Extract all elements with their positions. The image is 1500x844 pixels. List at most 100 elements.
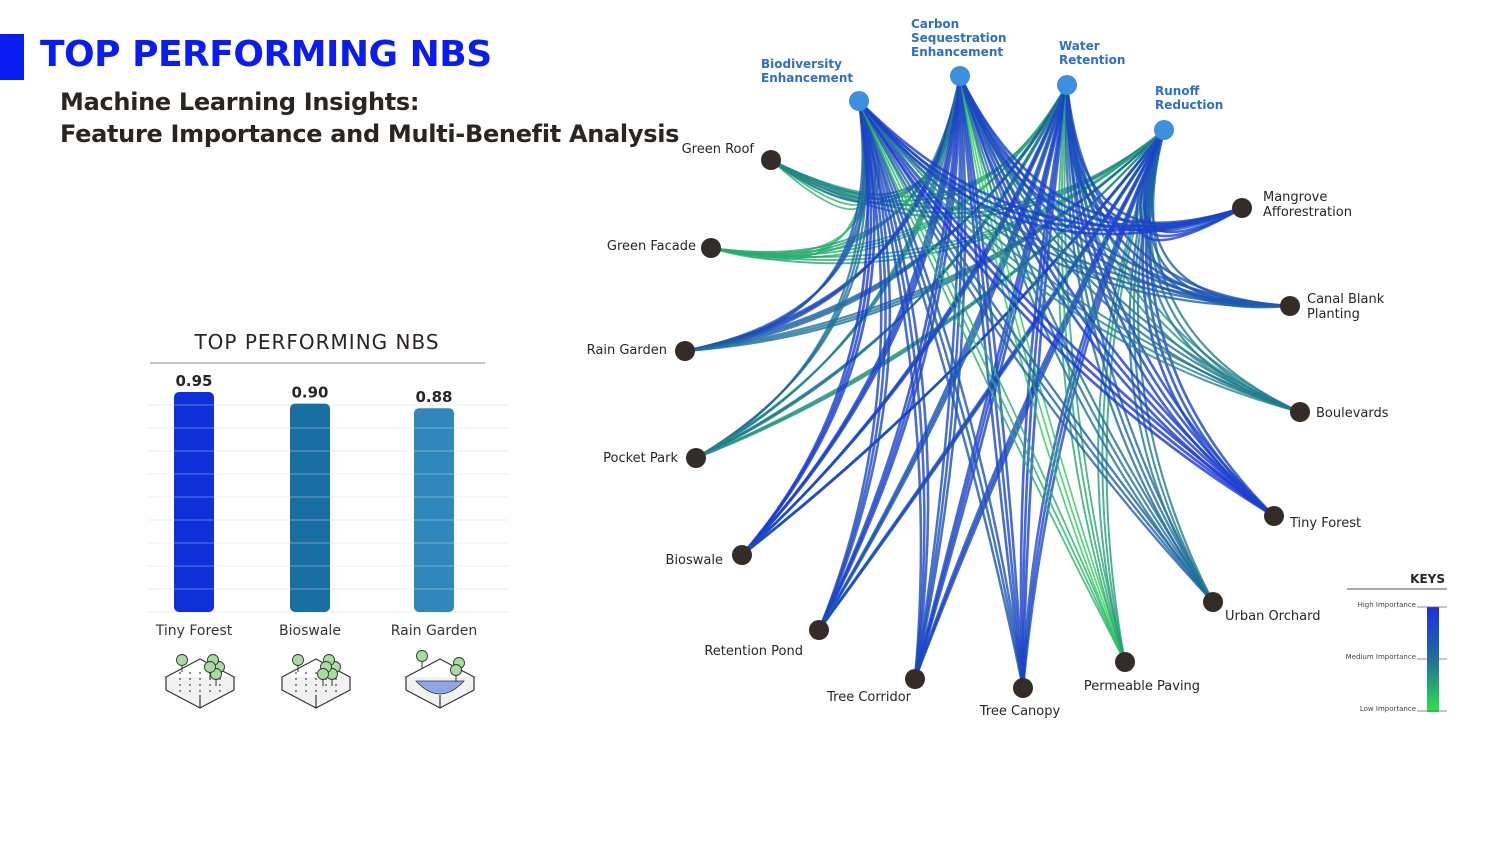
network-edge <box>817 84 1069 631</box>
network-edge <box>770 129 1165 210</box>
network-edge <box>817 100 883 631</box>
bar-category-label: Rain Garden <box>391 623 478 639</box>
network-edge <box>1142 129 1243 234</box>
network-edge <box>1019 84 1069 689</box>
legend-title: KEYS <box>1410 572 1445 586</box>
bar-chart-icons <box>164 650 476 709</box>
legend-high-label: High Importance <box>1358 601 1416 609</box>
network-edge <box>684 84 1069 353</box>
legend-medium-label: Medium Importance <box>1346 653 1416 661</box>
page-title: TOP PERFORMING NBS <box>40 34 492 75</box>
network-edge <box>1147 129 1291 308</box>
network-edge <box>1065 84 1243 229</box>
solution-label: Permeable Paving <box>1084 679 1200 694</box>
solution-label: Tiny Forest <box>1289 516 1361 531</box>
network-edge <box>858 100 1126 663</box>
bar-value-label: 0.95 <box>175 372 212 390</box>
benefit-node <box>950 66 970 86</box>
bar <box>174 392 214 612</box>
solution-label: Boulevards <box>1316 406 1389 421</box>
bioswale-icon <box>280 654 352 709</box>
network-edge <box>1144 129 1291 309</box>
network-edge <box>1065 84 1243 226</box>
solution-node <box>1115 652 1135 672</box>
network-edge <box>858 100 1301 414</box>
network-edge <box>857 100 926 680</box>
network-edge <box>857 100 1275 518</box>
network-edge <box>817 100 887 631</box>
benefit-node <box>849 91 869 111</box>
page-subtitle-line-1: Machine Learning Insights: <box>60 88 420 116</box>
solution-node <box>686 448 706 468</box>
network-edge <box>958 75 1275 518</box>
network-edge <box>857 100 1025 689</box>
network-edge <box>1060 84 1126 663</box>
solution-node <box>905 669 925 689</box>
network-edge <box>684 75 962 353</box>
network-edge <box>857 100 1275 518</box>
solution-label: Retention Pond <box>704 644 803 659</box>
network-edge <box>1021 84 1069 689</box>
legend-low-label: Low Importance <box>1360 705 1416 713</box>
solution-label: Tree Corridor <box>826 690 912 705</box>
benefit-node <box>1057 75 1077 95</box>
solution-label: Pocket Park <box>603 451 678 466</box>
solution-label: Tree Canopy <box>979 704 1061 719</box>
network-edge <box>959 75 1126 663</box>
bar-category-label: Tiny Forest <box>155 623 233 639</box>
network-edge <box>958 75 1243 225</box>
solution-node <box>809 620 829 640</box>
network-edge <box>695 75 962 459</box>
rain-garden-icon <box>404 650 476 709</box>
network-edge <box>1150 129 1291 308</box>
bar-value-label: 0.88 <box>415 388 452 406</box>
network-edge <box>858 100 1301 413</box>
network-edge <box>857 100 1025 689</box>
importance-legend: KEYS High Importance Medium Importance L… <box>1346 572 1447 713</box>
bar-value-label: 0.90 <box>291 384 328 402</box>
network-edge <box>958 75 1301 414</box>
network-edge <box>741 75 962 556</box>
solution-label: Rain Garden <box>587 343 667 358</box>
solution-node <box>1290 402 1310 422</box>
solution-node <box>1203 592 1223 612</box>
network-edge <box>684 75 962 353</box>
solution-node <box>1013 678 1033 698</box>
network-edge <box>1065 84 1275 518</box>
network-edge <box>857 100 923 680</box>
network-edge <box>695 84 1068 459</box>
network-edge <box>684 75 962 353</box>
network-edge <box>741 129 1165 556</box>
solution-node <box>1280 296 1300 316</box>
solution-label: Green Roof <box>682 142 755 157</box>
network-edge <box>958 75 1275 518</box>
title-accent-bar <box>0 34 24 80</box>
bar <box>414 408 454 612</box>
network-edge <box>857 100 1214 603</box>
solution-label: Green Facade <box>607 239 696 254</box>
network-edge <box>959 75 1126 663</box>
network-edge <box>858 100 1126 663</box>
tiny-forest-icon <box>164 654 236 709</box>
bar-category-label: Bioswale <box>279 623 341 639</box>
solution-label: Urban Orchard <box>1225 609 1320 624</box>
network-edge <box>1065 84 1291 308</box>
benefit-node <box>1154 120 1174 140</box>
network-edge <box>858 100 1126 663</box>
legend-gradient-bar <box>1427 607 1439 712</box>
bar-chart-title: TOP PERFORMING NBS <box>193 330 439 354</box>
page-subtitle-line-2: Feature Importance and Multi-Benefit Ana… <box>60 120 680 148</box>
network-edges <box>684 75 1301 689</box>
network-edge <box>1021 84 1069 689</box>
network-edge <box>710 84 1068 254</box>
